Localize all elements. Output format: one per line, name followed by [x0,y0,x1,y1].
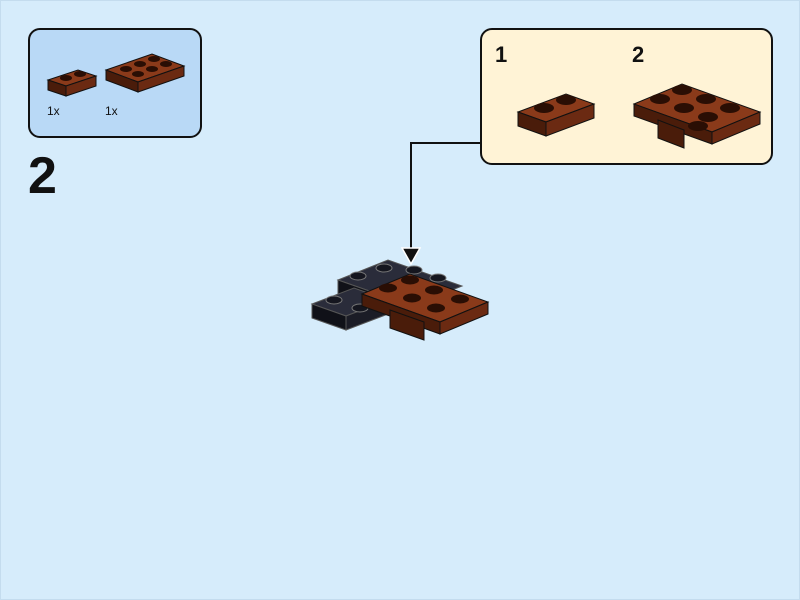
plate-2x3-icon [104,53,186,93]
sub-step-number-1: 1 [495,42,508,67]
plate-1x2-icon [46,69,98,97]
part-qty-1: 1x [47,104,60,118]
sub-step-1-plate-icon [516,93,596,137]
sub-step-2-assembly-icon [632,83,762,149]
sub-step-number-2: 2 [632,42,645,67]
main-model-icon [310,259,490,341]
step-number: 2 [28,147,57,205]
part-qty-2: 1x [105,104,118,118]
sub-assembly-callout [480,28,773,165]
